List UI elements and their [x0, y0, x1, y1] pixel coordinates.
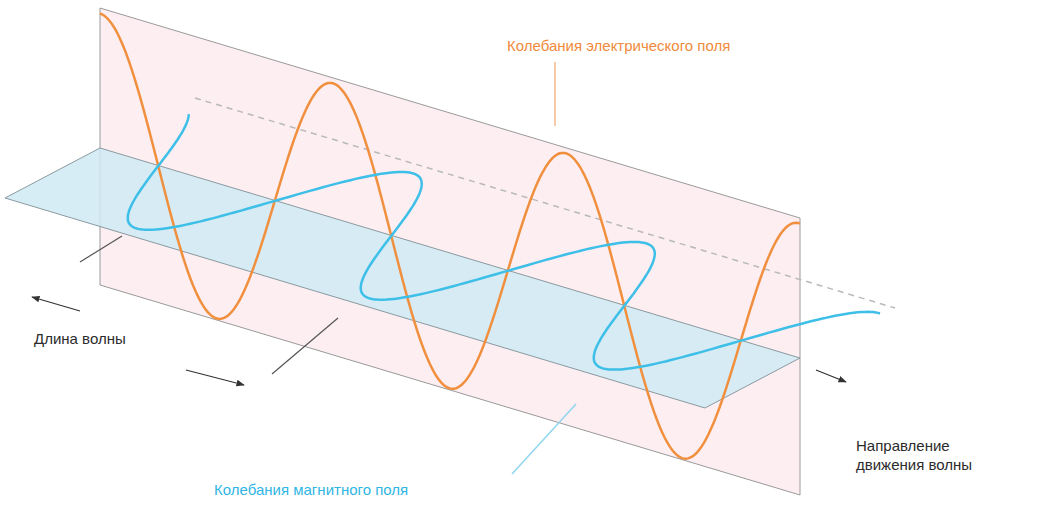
- direction-label: Направление движения волны: [856, 436, 1006, 474]
- plane-corner: [800, 308, 895, 358]
- leader-line: [554, 62, 556, 126]
- field-label: Колебания магнитного поля: [214, 480, 408, 499]
- wavelength-mark: [272, 318, 338, 374]
- wavelength-mark: [80, 236, 122, 262]
- direction-arrow: [816, 370, 846, 382]
- wavelength-arrow: [32, 297, 80, 311]
- dimension-label: Длина волны: [34, 329, 126, 348]
- leader-line: [512, 404, 576, 474]
- electric-wave: [100, 14, 800, 459]
- magnetic-wave: [128, 114, 880, 370]
- wavelength-arrow: [186, 370, 244, 385]
- field-label: Колебания электрического поля: [507, 36, 730, 55]
